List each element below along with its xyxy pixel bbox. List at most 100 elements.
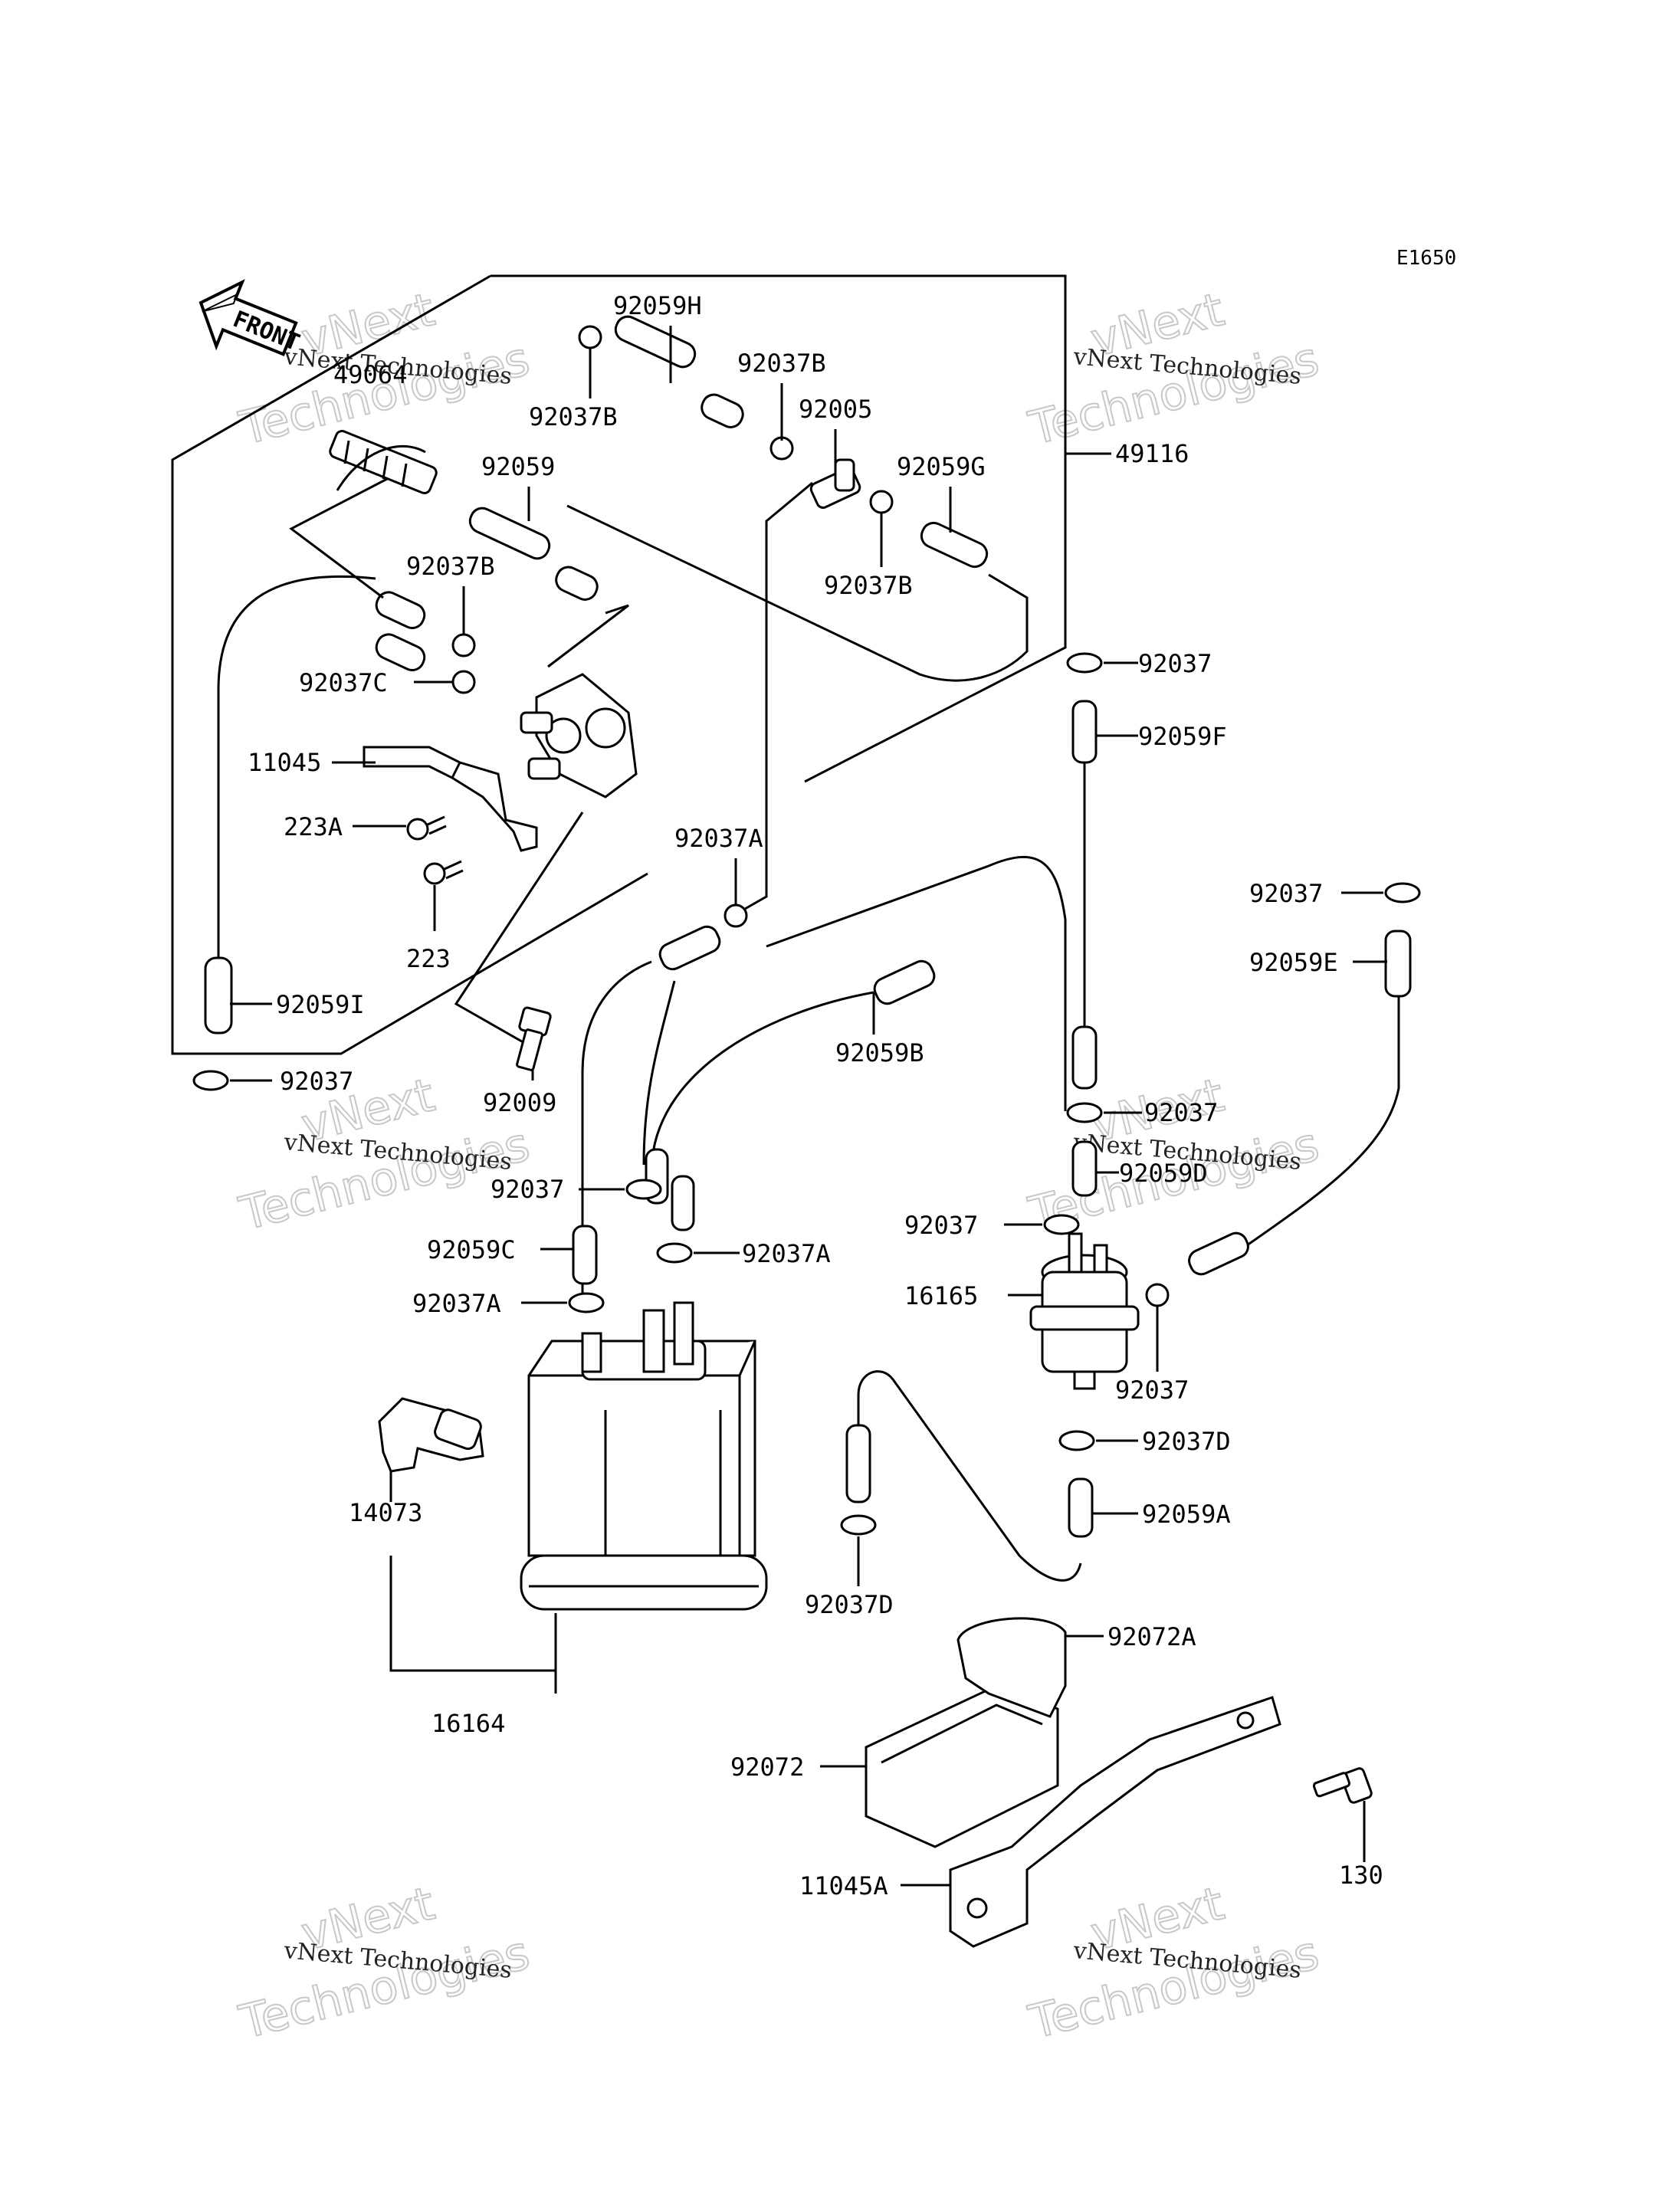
- clip-92037c: [451, 670, 476, 694]
- svg-text:Technologies: Technologies: [1024, 1926, 1324, 2049]
- valve-assembly: [520, 673, 638, 798]
- joint-92005: [809, 458, 861, 509]
- label-223a: 223A: [284, 812, 343, 841]
- clip-92037a-mid: [656, 1242, 693, 1264]
- hose-route-7: [454, 812, 584, 1051]
- label-92037d-1: 92037D: [1142, 1427, 1231, 1456]
- label-92037-6: 92037: [904, 1211, 978, 1240]
- assembly-outline: [491, 274, 1067, 783]
- tube-92059a: [1068, 1477, 1094, 1538]
- hose-route-10: [766, 856, 1067, 1111]
- label-92037b-3: 92037B: [406, 552, 495, 581]
- label-92059h: 92059H: [613, 291, 702, 320]
- label-49064: 49064: [333, 360, 407, 389]
- holder-92072: [865, 1617, 1067, 1848]
- label-92037b-4: 92037B: [824, 571, 913, 600]
- tube-fuel-filter-inlet: [1188, 1231, 1249, 1276]
- bracket-11045: [363, 746, 538, 852]
- label-11045a: 11045A: [799, 1871, 888, 1900]
- clip-92037-left: [192, 1070, 229, 1091]
- label-92072: 92072: [730, 1753, 804, 1782]
- label-92037-2: 92037: [1249, 879, 1323, 908]
- clip-92037-filter-side: [1145, 1283, 1170, 1307]
- label-92037-5: 92037: [1144, 1098, 1218, 1127]
- clip-92037d-right: [1058, 1430, 1095, 1451]
- leader-lines: [230, 326, 1387, 1887]
- hose-route-3: [217, 575, 376, 958]
- label-92037-7: 92037: [1115, 1376, 1189, 1405]
- hose-route-1: [336, 444, 426, 491]
- label-92037-1: 92037: [1138, 649, 1212, 678]
- screw-223a: [406, 815, 447, 841]
- label-92059c: 92059C: [427, 1235, 516, 1264]
- hose-route-8: [581, 960, 652, 1303]
- canister-16164: [520, 1301, 768, 1611]
- assembly-outline-left: [171, 274, 648, 1055]
- label-92037c: 92037C: [299, 668, 388, 697]
- label-92059f: 92059F: [1138, 722, 1227, 751]
- label-92059: 92059: [481, 452, 555, 481]
- tube-92059i: [204, 956, 233, 1035]
- label-92037a-3: 92037A: [412, 1289, 501, 1318]
- label-130: 130: [1339, 1861, 1383, 1890]
- label-92037a-2: 92037A: [742, 1239, 831, 1268]
- label-223: 223: [406, 944, 451, 973]
- clip-92037b-top-left: [578, 325, 602, 349]
- bolt-92009: [516, 1006, 552, 1071]
- label-11045: 11045: [248, 748, 321, 777]
- hose-route-9: [650, 991, 874, 1173]
- label-92037-3: 92037: [280, 1067, 353, 1096]
- tube-92059-mid: [658, 925, 721, 971]
- clip-92037-right: [1384, 882, 1421, 903]
- tube-92037d-left: [845, 1424, 871, 1503]
- hose-route-13: [857, 1370, 1082, 1582]
- clip-92037-filter: [1043, 1214, 1080, 1235]
- label-92059d: 92059D: [1119, 1159, 1208, 1188]
- label-92005: 92005: [799, 395, 872, 424]
- label-16164: 16164: [431, 1709, 505, 1738]
- hose-route-4: [566, 504, 1029, 682]
- label-92037-4: 92037: [491, 1175, 564, 1204]
- label-92059e: 92059E: [1249, 948, 1338, 977]
- label-92037a-1: 92037A: [674, 824, 763, 853]
- clip-92037b-mid: [769, 436, 794, 461]
- bracket-11045a: [949, 1696, 1281, 1948]
- watermark-top-right: vNext Technologies vNext Technologies: [1023, 282, 1325, 457]
- svg-text:Technologies: Technologies: [235, 1117, 535, 1241]
- tube-92059g: [920, 521, 989, 569]
- watermark-bottom-left: vNext Technologies vNext Technologies: [234, 1876, 536, 2051]
- svg-text:Technologies: Technologies: [235, 1926, 535, 2049]
- connector-14073: [378, 1397, 484, 1473]
- label-92072a: 92072A: [1107, 1622, 1196, 1651]
- tube-92059f-lower: [1071, 1025, 1098, 1090]
- tube-92059b: [873, 959, 936, 1005]
- hose-route-6: [739, 481, 813, 913]
- part-labels: 92059H 49064 92037B 92037B 92005 92059 9…: [248, 291, 1383, 1900]
- hose-route-2: [289, 477, 388, 599]
- watermark-bottom-right: vNext Technologies vNext Technologies: [1023, 1876, 1325, 2051]
- label-92009: 92009: [483, 1088, 556, 1117]
- label-92059a: 92059A: [1142, 1500, 1231, 1529]
- tube-92059: [468, 507, 599, 601]
- clip-92037-top-right: [1066, 652, 1103, 674]
- label-16165: 16165: [904, 1281, 978, 1310]
- svg-text:Technologies: Technologies: [1024, 332, 1324, 455]
- hose-route-11: [642, 980, 676, 1166]
- clip-92037-mid: [625, 1179, 662, 1200]
- tube-92059h: [614, 315, 744, 428]
- hose-route-5: [547, 604, 629, 668]
- clip-92037b-right: [869, 490, 894, 514]
- diagram-code: E1650: [1396, 247, 1456, 270]
- tube-49064: [329, 430, 438, 494]
- label-92059i: 92059I: [276, 990, 365, 1019]
- tube-92059c: [572, 1225, 598, 1285]
- tube-92059e: [1384, 930, 1412, 998]
- bolt-130: [1312, 1767, 1373, 1804]
- label-92059b: 92059B: [835, 1038, 924, 1067]
- fuel-filter-16165: [1029, 1232, 1140, 1390]
- clip-92037-mid-right: [1066, 1102, 1103, 1123]
- label-14073: 14073: [349, 1498, 422, 1527]
- tube-92059f: [1071, 700, 1098, 764]
- hose-route-12: [1241, 996, 1400, 1251]
